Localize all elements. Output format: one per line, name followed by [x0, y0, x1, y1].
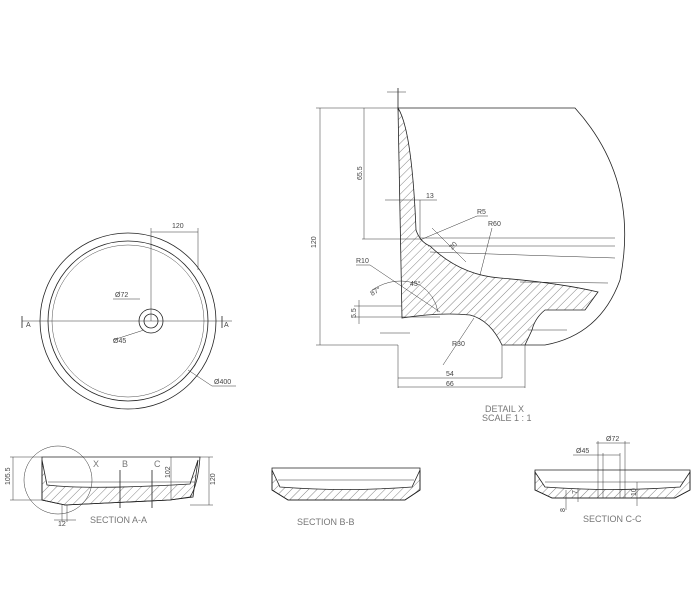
section-title: SECTION B-B	[297, 517, 355, 527]
label-x: X	[93, 459, 99, 469]
label-b: B	[122, 459, 128, 469]
dim-r5: R5	[477, 209, 486, 216]
section-marker-right: A	[224, 322, 229, 329]
label-c: C	[154, 459, 161, 469]
dim-120: 120	[311, 236, 318, 248]
detail-scale: SCALE 1 : 1	[482, 413, 532, 423]
detail-x: 120 65.5 13 R5 R60 20 R10 87° 45° 5.5 R3…	[311, 88, 626, 423]
section-title: SECTION C-C	[583, 514, 642, 524]
dim-d45: Ø45	[576, 448, 589, 455]
dim-66: 66	[446, 381, 454, 388]
dim-20: 20	[448, 241, 459, 252]
dim-45deg: 45°	[410, 280, 421, 288]
dim-12: 12	[58, 521, 66, 528]
detail-x-circle	[23, 445, 93, 515]
dim-r60: R60	[488, 221, 501, 228]
dim-13: 13	[426, 193, 434, 200]
section-c-c: Ø72 Ø45 8 7 10 SECTION C-C	[534, 436, 691, 524]
section-hatch	[397, 106, 599, 346]
dim-5-5: 5.5	[351, 308, 358, 318]
dim-102: 102	[165, 466, 172, 478]
detail-title: DETAIL X	[485, 404, 524, 414]
dim-r10: R10	[356, 258, 369, 265]
dim-d45: Ø45	[113, 338, 126, 345]
section-marker-left: A	[26, 322, 31, 329]
dim-d72: Ø72	[606, 436, 619, 443]
dim-54: 54	[446, 371, 454, 378]
dim-120: 120	[210, 473, 217, 485]
dim-120: 120	[172, 223, 184, 230]
dim-7: 7	[572, 490, 579, 494]
dim-87deg: 87°	[369, 285, 382, 297]
section-a-a: 105.5 120 102 X B C 12 SECTION A-A	[5, 445, 217, 528]
dim-r30: R30	[452, 341, 465, 348]
dim-65-5: 65.5	[357, 166, 364, 180]
section-title: SECTION A-A	[90, 515, 147, 525]
dim-d72: Ø72	[115, 292, 128, 299]
dim-8: 8	[560, 508, 567, 512]
dim-105-5: 105.5	[5, 467, 12, 485]
plan-view: 120 Ø72 Ø45 Ø400 A A	[21, 223, 236, 410]
dim-10: 10	[631, 488, 638, 496]
dim-d400: Ø400	[214, 379, 231, 386]
section-b-b: SECTION B-B	[271, 467, 421, 527]
